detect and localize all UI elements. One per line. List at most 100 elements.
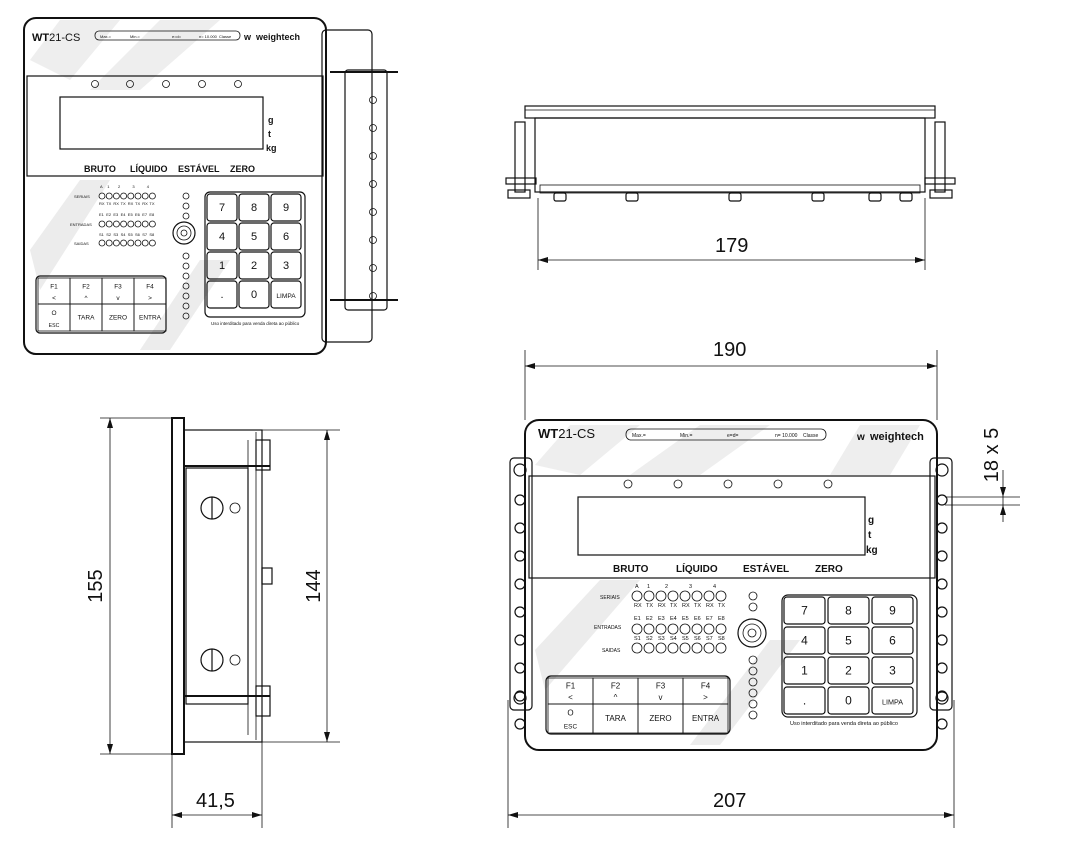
spec-class: Classe bbox=[219, 34, 232, 39]
keypad-key[interactable] bbox=[871, 656, 914, 685]
output-label: S8 bbox=[149, 232, 155, 237]
keypad-key[interactable] bbox=[827, 596, 870, 625]
vertical-leds-large bbox=[748, 591, 758, 720]
keypad-key[interactable] bbox=[270, 280, 302, 309]
serial-led bbox=[679, 590, 691, 602]
output-label: S6 bbox=[694, 636, 701, 642]
keypad-key[interactable] bbox=[783, 596, 826, 625]
serial-led bbox=[148, 192, 156, 200]
keypad-key[interactable] bbox=[783, 686, 826, 715]
label-bruto-l: BRUTO bbox=[613, 564, 649, 575]
input-led bbox=[643, 623, 655, 635]
vertical-led bbox=[182, 252, 190, 260]
lcd-display-large bbox=[577, 496, 866, 556]
serial-led bbox=[113, 192, 120, 200]
connector bbox=[728, 192, 742, 202]
keypad-key[interactable] bbox=[827, 626, 870, 655]
vertical-led bbox=[748, 591, 758, 601]
keypad-key[interactable] bbox=[871, 596, 914, 625]
serial-led bbox=[655, 590, 667, 602]
output-label: S5 bbox=[682, 636, 689, 642]
vertical-led bbox=[182, 302, 190, 310]
speaker-icon bbox=[172, 221, 196, 245]
function-key-arrow: > bbox=[148, 295, 152, 302]
vertical-led bbox=[182, 272, 190, 280]
dim-41-5: 41,5 bbox=[196, 790, 235, 812]
label-saidas-l: SAIDAS bbox=[602, 648, 621, 654]
serial-number: 1 bbox=[107, 184, 110, 189]
vertical-led bbox=[748, 688, 758, 698]
connector bbox=[625, 192, 639, 202]
keypad-key[interactable] bbox=[270, 251, 302, 280]
input-label: E6 bbox=[694, 616, 701, 622]
serial-port-label: RX bbox=[682, 603, 690, 609]
top-lid bbox=[524, 105, 936, 119]
serial-port-label: TX bbox=[106, 201, 111, 206]
function-key-label: F4 bbox=[701, 681, 711, 690]
serial-port-label: TX bbox=[646, 603, 653, 609]
spec-n: n= 10.000 bbox=[199, 34, 218, 39]
function-key-arrow: > bbox=[703, 693, 708, 702]
keypad-key[interactable] bbox=[783, 626, 826, 655]
keypad-key-label: 1 bbox=[219, 260, 225, 272]
serial-port-label: RX bbox=[706, 603, 714, 609]
keypad-key[interactable] bbox=[206, 251, 238, 280]
output-led bbox=[98, 239, 106, 247]
keypad-key[interactable] bbox=[206, 222, 238, 251]
dim-190: 190 bbox=[713, 339, 746, 361]
input-label: E5 bbox=[128, 212, 134, 217]
input-led bbox=[655, 623, 667, 635]
serial-port-label: TX bbox=[694, 603, 701, 609]
keypad-key-label: LIMPA bbox=[882, 698, 903, 707]
spec-min-l: Min.= bbox=[680, 433, 692, 439]
action-key[interactable] bbox=[133, 303, 167, 332]
spec-plate-large bbox=[625, 428, 827, 441]
keypad-key[interactable] bbox=[238, 193, 270, 222]
bracket-hole bbox=[369, 264, 377, 272]
keypad-key[interactable] bbox=[270, 222, 302, 251]
input-led bbox=[715, 623, 727, 635]
keypad-key[interactable] bbox=[827, 686, 870, 715]
keypad-key-label: 5 bbox=[251, 231, 257, 243]
mount-hole bbox=[514, 634, 526, 646]
left-bracket bbox=[514, 121, 526, 193]
label-liquido-l: LÍQUIDO bbox=[676, 562, 718, 575]
keypad-key[interactable] bbox=[827, 656, 870, 685]
action-key-label: ZERO bbox=[109, 315, 127, 322]
output-led bbox=[127, 239, 135, 247]
keypad-key[interactable] bbox=[238, 222, 270, 251]
function-key-label: F1 bbox=[566, 681, 576, 690]
rear-connectors bbox=[553, 192, 913, 202]
connector bbox=[553, 192, 567, 202]
keypad-key[interactable] bbox=[783, 656, 826, 685]
serial-led bbox=[667, 590, 679, 602]
serial-port-label: TX bbox=[149, 201, 154, 206]
mount-hole bbox=[514, 494, 526, 506]
label-estavel: ESTÁVEL bbox=[178, 164, 220, 174]
function-key-label: F2 bbox=[611, 681, 621, 690]
keypad-key[interactable] bbox=[871, 686, 914, 715]
input-led bbox=[631, 623, 643, 635]
keypad-key[interactable] bbox=[206, 280, 238, 309]
keypad-key[interactable] bbox=[238, 280, 270, 309]
label-zero: ZERO bbox=[230, 164, 255, 174]
keypad-key[interactable] bbox=[270, 193, 302, 222]
keypad-key-label: LIMPA bbox=[276, 293, 296, 300]
output-led bbox=[679, 642, 691, 654]
action-key[interactable] bbox=[682, 703, 729, 734]
unit-g: g bbox=[268, 115, 274, 125]
keypad-key[interactable] bbox=[871, 626, 914, 655]
keypad-key[interactable] bbox=[206, 193, 238, 222]
keypad-key[interactable] bbox=[238, 251, 270, 280]
left-mount-strip bbox=[509, 457, 533, 711]
bracket-hole bbox=[369, 180, 377, 188]
input-label: E4 bbox=[121, 212, 127, 217]
label-estavel-l: ESTÁVEL bbox=[743, 562, 789, 575]
mount-hole bbox=[936, 662, 948, 674]
serial-number: A bbox=[100, 184, 103, 189]
output-led bbox=[631, 642, 643, 654]
side-bracket bbox=[321, 29, 373, 343]
input-led bbox=[679, 623, 691, 635]
serial-port-label: TX bbox=[670, 603, 677, 609]
